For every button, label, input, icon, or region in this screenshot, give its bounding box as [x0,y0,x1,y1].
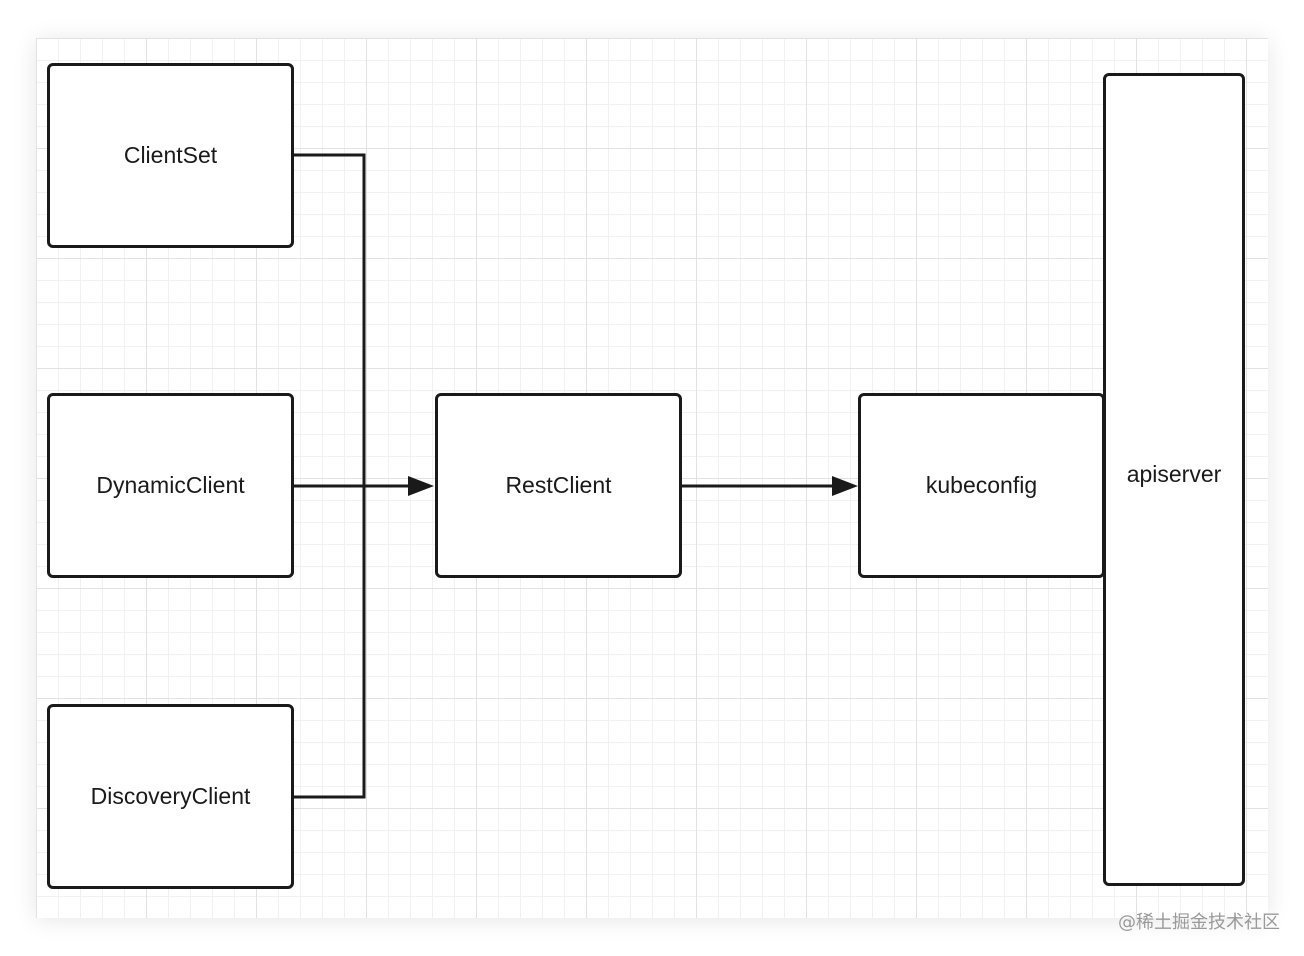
node-discoveryclient[interactable]: DiscoveryClient [47,704,294,889]
edge-discoveryclient-to-restclient [294,486,366,799]
node-clientset-label: ClientSet [123,142,218,168]
arrowhead-kubeconfig [832,476,858,496]
node-dynamicclient-label: DynamicClient [96,472,245,498]
node-restclient-label: RestClient [505,472,612,498]
node-clientset[interactable]: ClientSet [47,63,294,248]
node-kubeconfig-label: kubeconfig [925,472,1038,498]
node-discoveryclient-label: DiscoveryClient [90,783,251,809]
node-apiserver[interactable]: apiserver [1103,73,1245,886]
node-apiserver-label: apiserver [1126,461,1222,487]
node-kubeconfig[interactable]: kubeconfig [858,393,1105,578]
arrowhead-restclient [408,476,434,496]
node-restclient[interactable]: RestClient [435,393,682,578]
edge-clientset-to-restclient [294,153,366,486]
watermark: @稀土掘金技术社区 [1118,912,1280,933]
node-dynamicclient[interactable]: DynamicClient [47,393,294,578]
